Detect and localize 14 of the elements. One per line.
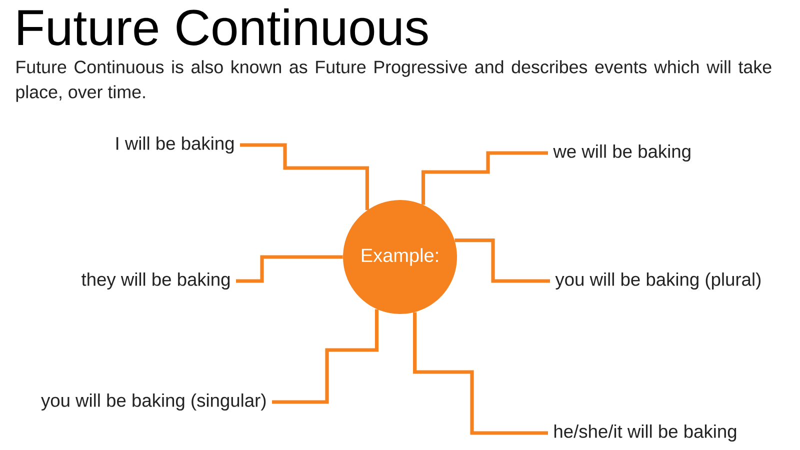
- connector-line: [421, 151, 548, 205]
- connector-line: [240, 143, 369, 210]
- sentence-label: they will be baking: [82, 272, 230, 290]
- description-text: Future Continuous is also known as Future Progressive and describes events which will take place, over time.: [16, 60, 772, 102]
- sentence-label: he/she/it will be baking: [554, 424, 736, 442]
- connector-line: [454, 238, 550, 283]
- connector-line: [236, 255, 343, 283]
- title: Future Continuous: [18, 8, 428, 46]
- sentence-label: we will be baking: [553, 144, 690, 162]
- sentence-label: you will be baking (singular): [41, 393, 266, 411]
- connector-line: [413, 312, 548, 435]
- sentence-label: I will be baking: [116, 136, 234, 154]
- connector-line: [272, 309, 379, 404]
- sentence-label: you will be baking (plural): [555, 272, 760, 290]
